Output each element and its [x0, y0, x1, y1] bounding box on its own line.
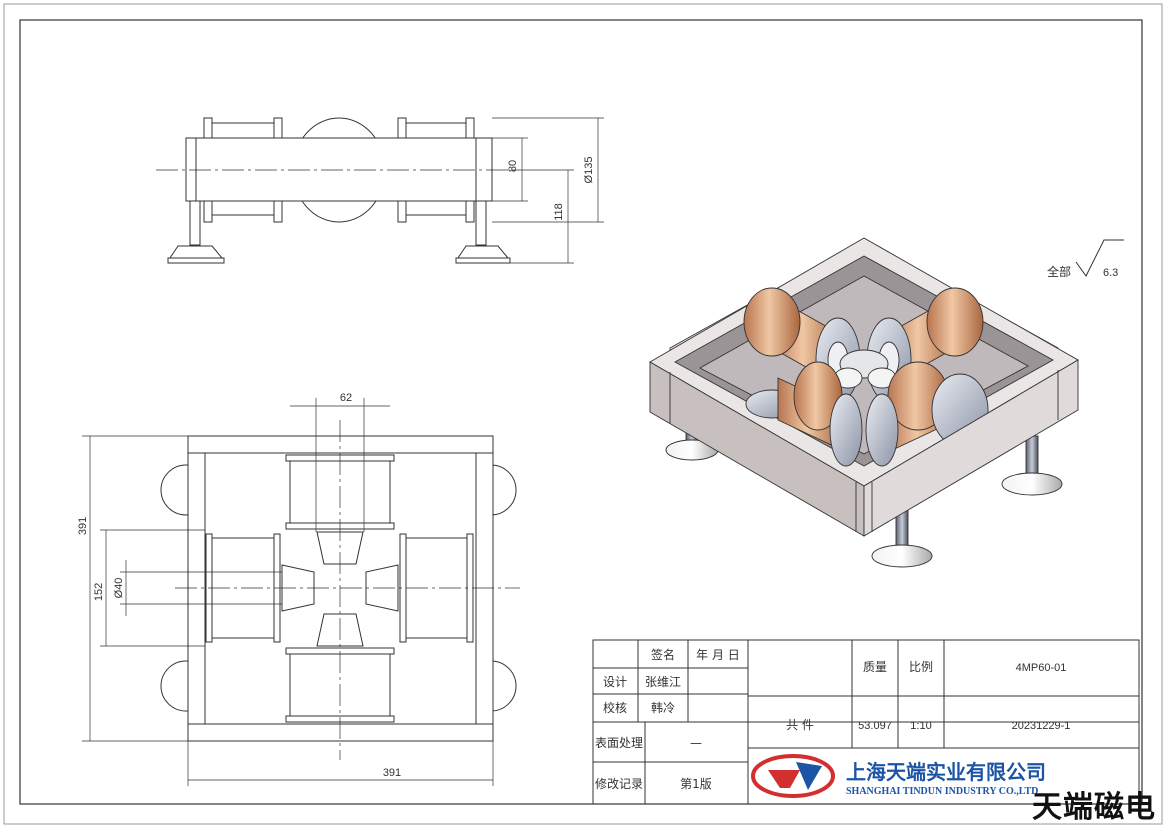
mass-value: 53.097	[858, 720, 892, 732]
drawing-border	[19, 19, 1143, 805]
revision-value: 第1版	[680, 777, 712, 791]
surface-finish-label: 全部	[1047, 264, 1071, 279]
total-label: 共 件	[786, 718, 814, 732]
iso-coil-front-left	[745, 361, 863, 467]
outer-border	[3, 3, 1163, 825]
watermark: 天端磁电	[1032, 790, 1156, 825]
scale-label: 比例	[909, 660, 933, 674]
front-view	[156, 117, 604, 264]
mass-label: 质量	[863, 660, 887, 674]
company-name-cn: 上海天端实业有限公司	[846, 760, 1046, 784]
drawing-number: 4MP60-01	[1016, 662, 1067, 674]
isometric-view	[649, 237, 1079, 568]
design-label: 设计	[603, 675, 627, 689]
date-code: 20231229-1	[1012, 720, 1071, 732]
revision-label: 修改记录	[595, 776, 643, 791]
dim-152: 152	[93, 583, 105, 601]
surface-finish-value: 6.3	[1103, 267, 1118, 279]
top-view	[82, 398, 520, 786]
surface-finish-symbol	[1075, 239, 1124, 277]
company-logo	[751, 754, 835, 798]
company-name-en: SHANGHAI TINDUN INDUSTRY CO.,LTD	[846, 786, 1038, 797]
dim-118: 118	[553, 203, 565, 221]
designer-name: 张维江	[645, 675, 681, 689]
surface-treatment-value: —	[690, 736, 702, 750]
dim-391-vertical: 391	[77, 517, 89, 535]
dim-diameter-135: Ø135	[583, 157, 595, 184]
title-block	[592, 639, 1140, 805]
check-label: 校核	[603, 700, 627, 715]
header-date: 年 月 日	[696, 648, 740, 662]
checker-name: 韩冷	[651, 700, 675, 715]
scale-value: 1:10	[910, 720, 931, 732]
dim-diameter-40: Ø40	[113, 578, 125, 599]
dim-62: 62	[340, 392, 352, 404]
dim-391-horizontal: 391	[383, 767, 401, 779]
dim-80: 80	[507, 160, 519, 172]
header-sign: 签名	[651, 647, 675, 662]
iso-coil-front-right	[865, 361, 989, 467]
surface-treatment-label: 表面处理	[595, 736, 643, 750]
